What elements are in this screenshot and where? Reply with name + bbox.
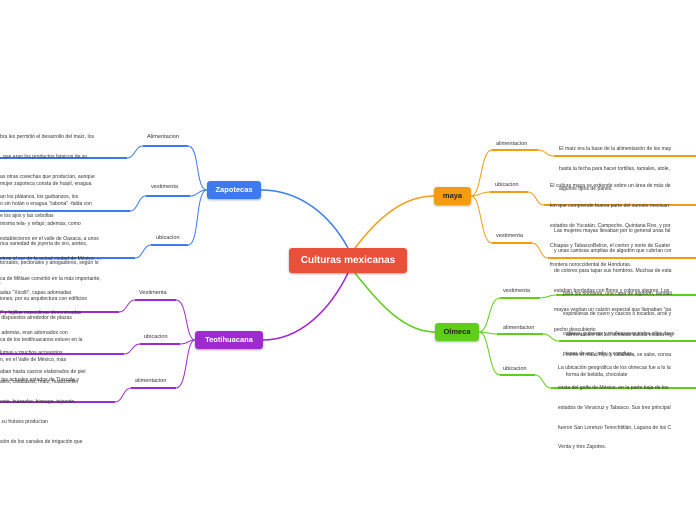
note-line: bra les permitió el desarrollo del maíz,… (0, 134, 94, 141)
note-line: de colores para tapar sus hombros. Mucha… (554, 267, 672, 274)
note-line: estados de Yucatán, Campeche, Quintana R… (550, 222, 671, 229)
note-line: El maíz era la base de la alimentación d… (559, 146, 672, 153)
note-line: ates, calabazas, maíz, huauzontle, (0, 379, 79, 386)
note-line: forma de bebida, chocolate (566, 371, 628, 378)
note-maya-ubicacion[interactable]: El cultura maya se extiende sobre un áre… (550, 170, 671, 276)
subtopic-maya-vestimenta[interactable]: vestimenta (496, 233, 524, 239)
note-line: espinilleras de cuero y cascos o tocados… (563, 310, 672, 317)
note-maya-vestimenta[interactable]: Las mujeres mayas llevaban por lo genera… (554, 215, 672, 340)
subtopic-teotihuacana-vestimenta[interactable]: Vestimenta (139, 290, 167, 296)
note-line: dispuestos alrededor de plazas (0, 315, 72, 322)
central-topic[interactable]: Culturas mexicanas (289, 248, 407, 273)
note-line: costa del golfo de México, en la parte b… (558, 384, 669, 391)
note-line: su frutoes producían (0, 418, 48, 425)
subtopic-olmeca-vestimenta[interactable]: vestimenta (503, 288, 531, 294)
connector-maya (354, 195, 435, 249)
note-line: y unas camisas amplias de algodón que cu… (554, 247, 672, 254)
note-line: alimentacion del los olmecas básica esta… (566, 332, 673, 339)
note-line: rica variedad de joyería de oro, aretes, (0, 240, 88, 247)
note-line: iones, por su arquitectura con edificios (0, 295, 87, 302)
connector-teotihuacana (262, 272, 349, 341)
note-teotihuacana-ubicacion[interactable]: ca de los teotihuacanos estuvo en la n, … (0, 324, 82, 403)
note-zapotecas-ubicacion[interactable]: establecieron en el valle de Oaxaca, a u… (0, 223, 101, 329)
subtopic-olmeca-ubicacion[interactable]: ubicacion (503, 366, 527, 372)
note-line: km que comprende buena parte del sureste… (550, 202, 669, 209)
note-line: Las mujeres mayas llevaban por lo genera… (554, 228, 671, 235)
note-line: estaban bordadas con flores y colores al… (554, 287, 670, 294)
note-line: . (0, 280, 2, 287)
note-zapotecas-alimentacion[interactable]: bra les permitió el desarrollo del maíz,… (0, 121, 95, 227)
note-line: e los ajos y las cebollas (0, 213, 54, 220)
note-line: , que eran los productos básicos de su (0, 153, 88, 160)
note-line: hasta la fecha para hacer tortillas, tam… (559, 165, 670, 172)
note-line: pecho descubierto (554, 327, 596, 334)
note-line: los actuales estados de Tlaxcala y (0, 376, 79, 383)
note-line: lumas y muchos accesorios (0, 349, 63, 356)
note-olmeca-vestimenta[interactable]: para los hombres, una capa de algodón, s… (563, 278, 675, 364)
note-line: como el maíz, frijol y calabaza, se sabe… (566, 351, 672, 358)
connector-olmeca (354, 272, 436, 333)
note-line: para los hombres, una capa de algodón, s… (563, 291, 672, 298)
note-teotihuacana-alimentacion[interactable]: ates, calabazas, maíz, huauzontle, cote,… (0, 366, 82, 452)
topic-teotihuacana[interactable]: Teotihuacana (195, 331, 263, 349)
note-line: sión de los canales de irrigación que (0, 438, 83, 445)
subtopic-teotihuacana-ubicacion[interactable]: ubicacion (144, 334, 168, 340)
subtopic-maya-alimentacion[interactable]: alimentacion (496, 141, 528, 147)
note-line: mayas vestían un calzón especial que lla… (554, 307, 672, 314)
note-line: algunos tipos de panes (559, 185, 612, 192)
note-line: i" y fajillas masculinas denominadas (0, 309, 82, 316)
note-maya-alimentacion[interactable]: El maíz era la base de la alimentación d… (559, 133, 671, 199)
topic-olmeca[interactable]: Olmeca (435, 323, 479, 341)
note-line: aban hasta cascos elaborados de piel (0, 369, 86, 376)
note-line: as otras cosechas que producían, aunque (0, 173, 95, 180)
note-line: Chiapas y TabascoBelice, el centro y nor… (550, 242, 671, 249)
topic-zapotecas[interactable]: Zapotecas (207, 181, 261, 199)
topic-maya[interactable]: maya (434, 187, 471, 205)
subtopic-olmeca-alimentacion[interactable]: alimentacion (503, 325, 535, 331)
note-line: Venta y tres Zapotes. (558, 444, 607, 451)
connector-zapotecas (260, 189, 349, 249)
note-line: frontera noroccidental de Honduras. (550, 262, 632, 269)
note-line: an los plátanos, los garbanzos, los (0, 193, 79, 200)
subtopic-zapotecas-vestimenta[interactable]: vestimenta (151, 184, 179, 190)
subtopic-zapotecas-ubicacion[interactable]: ubicacion (156, 235, 180, 241)
note-line: La ubicación geográfica de los olmecas f… (558, 365, 671, 372)
note-line: misma tela- y refajo; además, como (0, 220, 81, 227)
note-line: fueron San Lorenzo Tenochtitlán, Laguna … (558, 424, 672, 431)
note-line: ca de los teotihuacanos estuvo en la (0, 337, 83, 344)
note-olmeca-ubicacion[interactable]: La ubicación geográfica de los olmecas f… (558, 352, 671, 458)
subtopic-zapotecas-alimentacion[interactable]: Alimentacion (147, 134, 180, 140)
note-line: cote, huizache, biznaga, tejocote, (0, 398, 76, 405)
subtopic-teotihuacana-alimentacion[interactable]: alimentacion (135, 378, 167, 384)
subtopic-maya-ubicacion[interactable]: ubicacion (495, 182, 519, 188)
note-line: mujer zapoteca consta de huipil, enagua (0, 181, 92, 188)
note-line: o sin holán o enagua "rabona" -falda con (0, 200, 92, 207)
note-line: estados de Veracruz y Tabasco. Sus tres … (558, 404, 671, 411)
note-line: El cultura maya se extiende sobre un áre… (550, 183, 671, 190)
note-line: establecieron en el valle de Oaxaca, a u… (0, 236, 99, 243)
note-line: además, eran adornados con (0, 329, 68, 336)
note-olmeca-alimentacion[interactable]: alimentacion del los olmecas básica esta… (566, 319, 673, 385)
note-line: collares, pulseras y muñequeras todos el… (563, 330, 675, 337)
note-line: ca de Mitlase convirtió en la más import… (0, 275, 101, 282)
note-line: adas "Xicolli", capas adornadas (0, 290, 72, 297)
note-line: etros al sur de la actual ciudad de Méxi… (0, 255, 101, 262)
note-line: n, en el Valle de México, más (0, 356, 67, 363)
note-teotihuacana-vestimenta[interactable]: adas "Xicolli", capas adornadas i" y faj… (0, 277, 86, 383)
note-line: torzales, pectorales y ahogadores, según… (0, 260, 99, 267)
note-zapotecas-vestimenta[interactable]: mujer zapoteca consta de huipil, enagua … (0, 168, 99, 293)
note-line: piezas de oro, jade, y conchas. (563, 350, 634, 357)
